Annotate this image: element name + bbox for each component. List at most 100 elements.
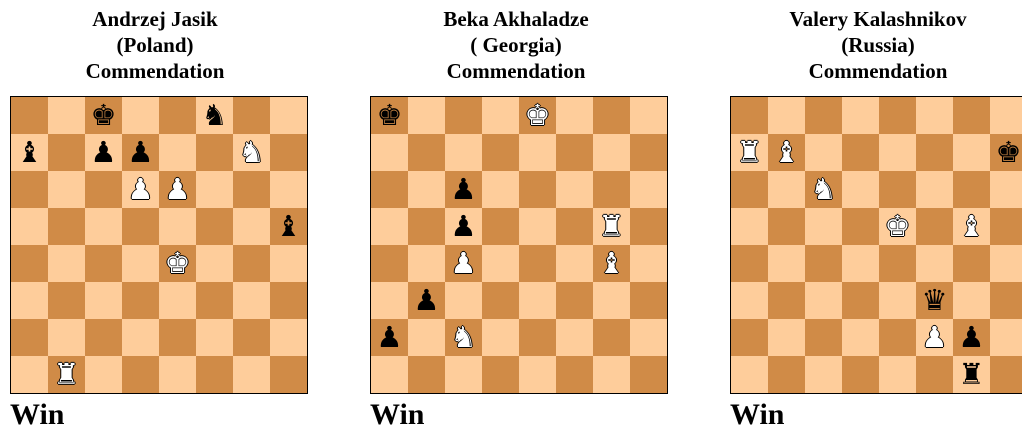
black-pawn-icon: ♟ [85,134,122,171]
square-a3 [731,282,768,319]
square-f6 [196,171,233,208]
square-a5 [11,208,48,245]
white-knight-icon: ♞ [233,134,270,171]
square-c4 [805,245,842,282]
square-c3 [85,282,122,319]
square-e6: ♟ [159,171,196,208]
square-g7 [593,134,630,171]
square-f2: ♟ [916,319,953,356]
black-pawn-icon: ♟ [953,319,990,356]
square-a8: ♚ [371,97,408,134]
black-king-icon: ♚ [85,97,122,134]
square-h2 [630,319,667,356]
square-d6: ♟ [122,171,159,208]
square-f4 [916,245,953,282]
square-g3 [233,282,270,319]
square-c8: ♚ [85,97,122,134]
square-d7 [482,134,519,171]
square-d1 [842,356,879,393]
square-d8 [842,97,879,134]
square-g8 [953,97,990,134]
award-label: Commendation [0,58,310,84]
white-king-icon: ♚ [879,208,916,245]
square-d4 [482,245,519,282]
white-bishop-icon: ♝ [953,208,990,245]
square-c3 [445,282,482,319]
square-a6 [11,171,48,208]
square-b3 [48,282,85,319]
result-label: Win [730,398,784,432]
author-name: Valery Kalashnikov [730,6,1022,32]
square-a1 [11,356,48,393]
square-f3: ♛ [916,282,953,319]
square-f5 [556,208,593,245]
problem-header: Andrzej Jasik (Poland) Commendation [0,6,310,84]
square-f7 [196,134,233,171]
square-a2 [731,319,768,356]
square-d5 [482,208,519,245]
square-g1: ♜ [953,356,990,393]
square-h8 [990,97,1022,134]
square-f5 [916,208,953,245]
black-rook-icon: ♜ [953,356,990,393]
square-g5: ♜ [593,208,630,245]
author-name: Andrzej Jasik [0,6,310,32]
square-f5 [196,208,233,245]
square-c3 [805,282,842,319]
square-d3 [122,282,159,319]
square-e1 [879,356,916,393]
square-h6 [990,171,1022,208]
square-e7 [879,134,916,171]
square-g6 [953,171,990,208]
white-pawn-icon: ♟ [122,171,159,208]
square-h2 [270,319,307,356]
award-label: Commendation [730,58,1022,84]
square-d4 [122,245,159,282]
square-d1 [482,356,519,393]
square-f6 [556,171,593,208]
square-c5: ♟ [445,208,482,245]
square-a8 [731,97,768,134]
square-b4 [408,245,445,282]
square-a2 [11,319,48,356]
white-knight-icon: ♞ [805,171,842,208]
black-bishop-icon: ♝ [270,208,307,245]
square-c2 [85,319,122,356]
problem-header: Beka Akhaladze ( Georgia) Commendation [361,6,671,84]
white-king-icon: ♚ [159,245,196,282]
square-b6 [408,171,445,208]
square-a3 [371,282,408,319]
square-h1 [990,356,1022,393]
square-b2 [768,319,805,356]
square-e6 [519,171,556,208]
square-g7: ♞ [233,134,270,171]
square-e8: ♚ [519,97,556,134]
square-b8 [768,97,805,134]
white-pawn-icon: ♟ [445,245,482,282]
square-d6 [482,171,519,208]
square-g4 [953,245,990,282]
square-b3: ♟ [408,282,445,319]
square-g2 [233,319,270,356]
square-g8 [593,97,630,134]
square-e7 [519,134,556,171]
square-b3 [768,282,805,319]
square-b4 [48,245,85,282]
square-f4 [196,245,233,282]
square-a4 [731,245,768,282]
square-f7 [916,134,953,171]
square-c4 [85,245,122,282]
white-bishop-icon: ♝ [768,134,805,171]
black-pawn-icon: ♟ [122,134,159,171]
white-king-icon: ♚ [519,97,556,134]
square-e3 [519,282,556,319]
square-e5 [159,208,196,245]
square-e2 [519,319,556,356]
square-d7: ♟ [122,134,159,171]
square-h8 [630,97,667,134]
square-e7 [159,134,196,171]
square-h6 [630,171,667,208]
square-h7 [630,134,667,171]
author-country: ( Georgia) [361,32,671,58]
square-e1 [519,356,556,393]
